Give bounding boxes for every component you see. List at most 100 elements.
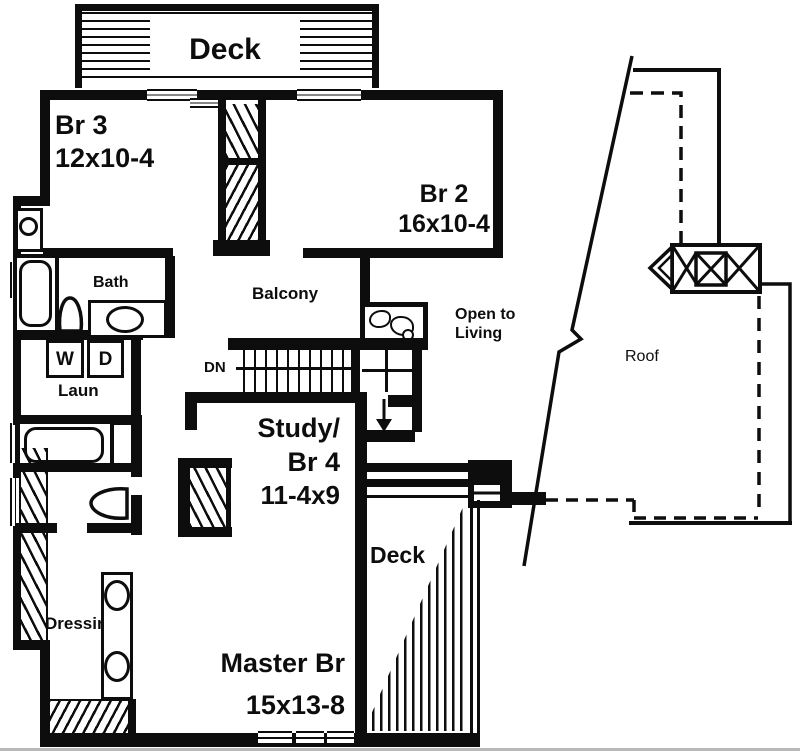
lower-deck-hatch <box>372 498 467 731</box>
landing-corner-wall <box>388 395 413 407</box>
chimney-cap-arrow <box>647 242 674 294</box>
closet2-hatch <box>190 468 226 528</box>
bedroom2-size: 16x10-4 <box>398 210 490 238</box>
wall-bath2-right-a <box>131 415 142 477</box>
scan-edge <box>0 748 800 751</box>
deck-right-rail-a <box>470 500 473 738</box>
wall-bump-top <box>13 196 50 206</box>
roof-ridge-dashed <box>630 91 683 247</box>
wall-top-main <box>40 90 503 100</box>
lower-deck-label: Deck <box>370 542 425 568</box>
plant-blob-1 <box>369 310 391 328</box>
stair-rail-line <box>236 367 360 370</box>
wall-closet1-shelf <box>218 158 266 165</box>
corner-window <box>474 483 500 503</box>
dressing-sink-1 <box>104 580 130 611</box>
chimney-flue-x <box>694 251 728 287</box>
bedroom2-label: Br 2 <box>419 180 469 208</box>
wall-balcony-stub <box>360 256 370 304</box>
vanity-sink <box>106 306 144 333</box>
wall-closet1-cap <box>213 240 270 256</box>
deck-right-rail-b <box>477 500 480 738</box>
wall-bath-bottom <box>13 330 143 340</box>
window-bottom-1 <box>258 731 292 745</box>
window-top-2 <box>297 89 361 101</box>
deck-floor-edge <box>367 495 471 498</box>
wall-to-roof-edge <box>500 492 546 505</box>
dressing-label: Dressing <box>45 614 118 633</box>
wall-landing-right <box>412 345 422 432</box>
deck-label-area <box>150 20 300 76</box>
railing-lower-bar <box>367 479 470 487</box>
dressing-closet-front <box>46 448 48 644</box>
wall-bath2-bottom-b <box>87 523 142 533</box>
window-bottom-3 <box>327 731 354 745</box>
roof-right-edge <box>760 282 792 523</box>
wall-br2-bottom <box>303 248 503 258</box>
wall-landing-stub <box>365 430 415 442</box>
closet2-front <box>226 466 231 532</box>
roof-ridge-solid <box>633 68 721 245</box>
balcony-label: Balcony <box>252 284 319 303</box>
bedroom3-label: Br 3 <box>55 110 108 140</box>
dressing-sink-2 <box>104 651 130 682</box>
tub2 <box>24 427 104 463</box>
wall-closet2-top <box>178 458 232 468</box>
wall-closet-bottom-cap <box>128 699 136 735</box>
wall-closet1-right <box>258 98 266 253</box>
roof-overhang-dashed <box>546 498 758 520</box>
closet1-hatch-upper <box>226 104 258 158</box>
wall-left-step <box>13 640 48 650</box>
toilet-bowl <box>19 217 38 236</box>
bathtub <box>19 260 52 327</box>
closet-bottom-front <box>48 699 130 701</box>
stairs-dn-label: DN <box>204 359 226 376</box>
chimney-cross-bracing <box>670 243 762 293</box>
study-label-line2: Br 4 <box>287 447 340 477</box>
wall-stairs-end <box>351 348 360 392</box>
laundry-label: Laun <box>58 381 99 400</box>
roof-edge-line <box>522 55 634 567</box>
dryer-box: D <box>87 340 124 378</box>
wall-laundry-right <box>131 336 141 418</box>
wall-deck-top <box>75 4 379 11</box>
toilet-2 <box>89 486 129 521</box>
master-size: 15x13-8 <box>245 690 345 720</box>
chimney-flue <box>694 251 728 287</box>
wall-master-right <box>355 492 367 747</box>
closet-bottom-hatch <box>48 701 130 733</box>
railing-upper-bar <box>367 463 500 472</box>
open-to-living-line2: Living <box>455 325 503 342</box>
upper-deck-label: Deck <box>189 33 261 66</box>
bath-label: Bath <box>93 274 129 291</box>
wall-bath2-mid <box>16 463 141 472</box>
wall-closet2-left <box>178 458 190 537</box>
stair-treads <box>243 350 353 392</box>
bedroom3-size: 12x10-4 <box>55 143 155 173</box>
wall-left-lower <box>40 640 50 747</box>
wall-closet1-left <box>218 98 226 253</box>
window-bottom-2 <box>296 731 324 745</box>
chimney-body <box>670 243 762 294</box>
study-label-line1: Study/ <box>257 413 340 443</box>
wall-left-upper <box>40 90 50 198</box>
study-size: 11-4x9 <box>260 480 340 510</box>
washer-label: W <box>56 349 74 370</box>
pedestal-sink <box>57 296 84 333</box>
dressing-closet-hatch <box>20 448 46 644</box>
wall-stairs-top <box>228 338 428 350</box>
door-threshold-deck <box>190 98 223 108</box>
wall-deck-right <box>372 4 379 88</box>
wall-study-right <box>355 392 367 492</box>
wall-deck-left <box>75 4 82 88</box>
wall-study-left <box>185 392 197 430</box>
washer-box: W <box>46 340 84 378</box>
wall-bath-right <box>165 256 175 338</box>
master-label: Master Br <box>220 648 345 678</box>
chimney-cap-arrow-inner <box>657 251 674 285</box>
wall-br2-right <box>493 95 503 258</box>
wall-bath2-right-b <box>131 495 142 535</box>
wall-br3-bottom <box>43 248 173 258</box>
wall-closet2-bottom <box>178 527 232 537</box>
